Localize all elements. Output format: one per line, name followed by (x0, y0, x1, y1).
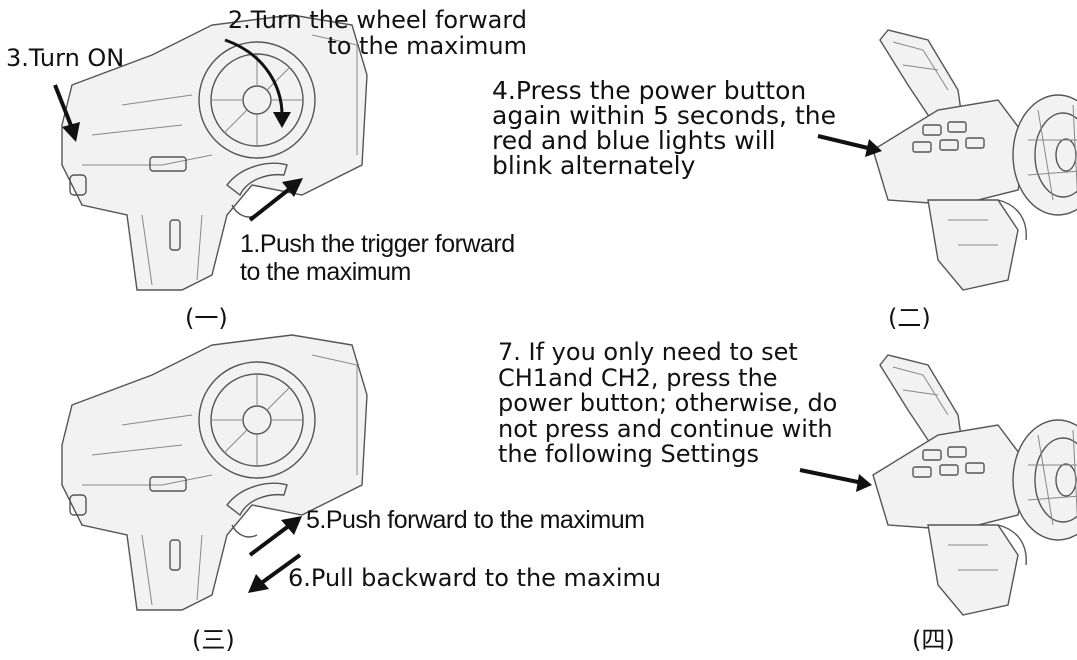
arrow-pull-backward (248, 553, 302, 593)
panel-number-1: (一) (185, 304, 228, 332)
arrow-push-forward (248, 516, 302, 557)
label-turn-on: 3.Turn ON (6, 44, 125, 72)
arrow-wheel (224, 38, 291, 128)
arrow-trigger (248, 178, 303, 222)
label-press-power: 4.Press the power button again within 5 … (492, 76, 836, 180)
transmitter-panel-2 (872, 29, 1077, 291)
arrow-turn-on (53, 84, 80, 142)
label-push-trigger: 1.Push the trigger forward to the maximu… (240, 230, 515, 286)
arrow-power-button (817, 134, 882, 157)
arrow-settings (799, 468, 872, 492)
label-pull-backward: 6.Pull backward to the maximu (288, 564, 662, 592)
panel-number-4: (四) (912, 626, 955, 654)
label-push-forward: 5.Push forward to the maximum (306, 506, 645, 534)
panel-number-2: (二) (888, 304, 931, 332)
label-settings: 7. If you only need to set CH1and CH2, p… (498, 338, 838, 468)
label-turn-wheel: 2.Turn the wheel forward to the maximum (227, 6, 527, 60)
panel-number-3: (三) (192, 626, 235, 654)
transmitter-panel-4 (872, 354, 1077, 616)
